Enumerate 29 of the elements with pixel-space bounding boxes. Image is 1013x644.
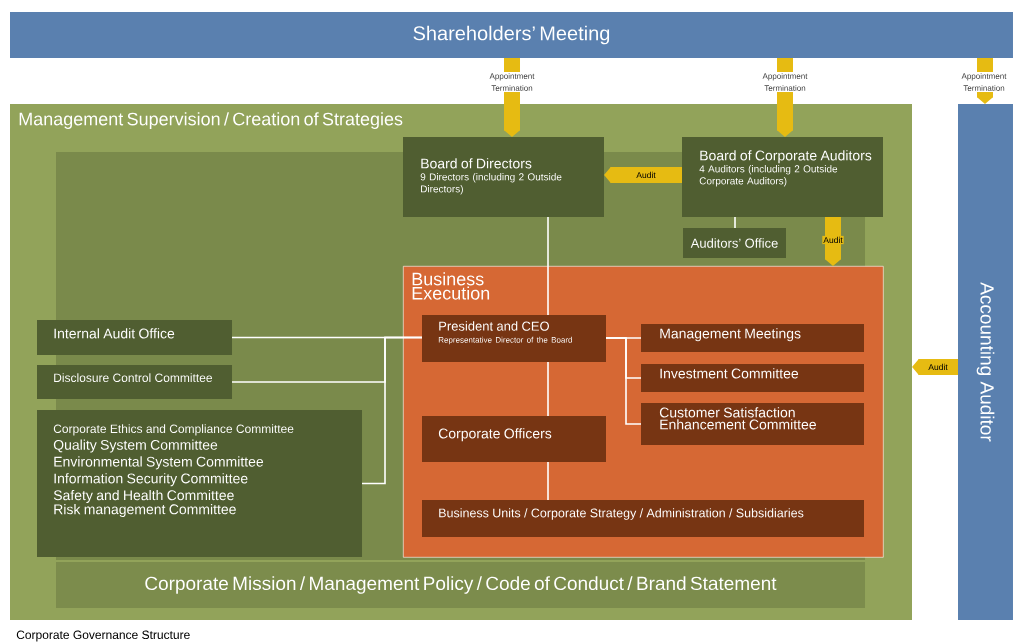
edge-label: Audit xyxy=(635,170,657,180)
connector-line xyxy=(361,336,423,485)
connector-line xyxy=(734,216,736,229)
connector-line xyxy=(547,216,549,316)
edge-label: Appointment Termination xyxy=(485,72,539,92)
caption: Corporate Governance Structure xyxy=(16,630,190,642)
edge-label: Audit xyxy=(927,362,949,372)
auditor-band: Accounting Auditor xyxy=(958,104,1013,620)
board-box: Board of Corporate Auditors 4 Auditors (including 2 Outside Corporate Auditors) xyxy=(682,137,883,217)
statement-band: Corporate Mission / Management Policy / Code of Conduct / Brand Statement xyxy=(56,562,865,608)
committee-box: Investment Committee xyxy=(641,364,864,392)
connector-line xyxy=(605,337,642,425)
edge-label: Appointment Termination xyxy=(957,72,1011,92)
committee-box: Management Meetings xyxy=(641,324,864,352)
executive-box: President and CEO Representative Director of the Board xyxy=(422,315,606,362)
committee-box: Disclosure Control Committee xyxy=(37,365,232,399)
node-label: Corporate Mission / Management Policy / Code of Conduct / Brand Statement xyxy=(145,576,777,594)
board-box: Board of Directors 9 Directors (including 2 Outside Directors) xyxy=(403,137,604,217)
edge-label: Audit xyxy=(822,235,844,245)
connector-line xyxy=(547,361,549,417)
office-box: Internal Audit Office xyxy=(37,320,232,355)
committee-box: Customer Satisfaction Enhancement Committee xyxy=(641,403,864,445)
title-band: Shareholders’ Meeting xyxy=(10,12,1013,58)
officers-box: Corporate Officers xyxy=(422,416,606,462)
edge-label: Appointment Termination xyxy=(758,72,812,92)
connector-line xyxy=(547,461,549,501)
office-box: Auditors’ Office xyxy=(683,228,786,258)
business-units-box: Business Units / Corporate Strategy / Administration / Subsidiaries xyxy=(422,500,864,537)
committee-list-box: Corporate Ethics and Compliance Committee Quality System Committee Environmental System Committee Information Security Committee Safety and Health Committee Risk management Committee xyxy=(37,410,362,557)
